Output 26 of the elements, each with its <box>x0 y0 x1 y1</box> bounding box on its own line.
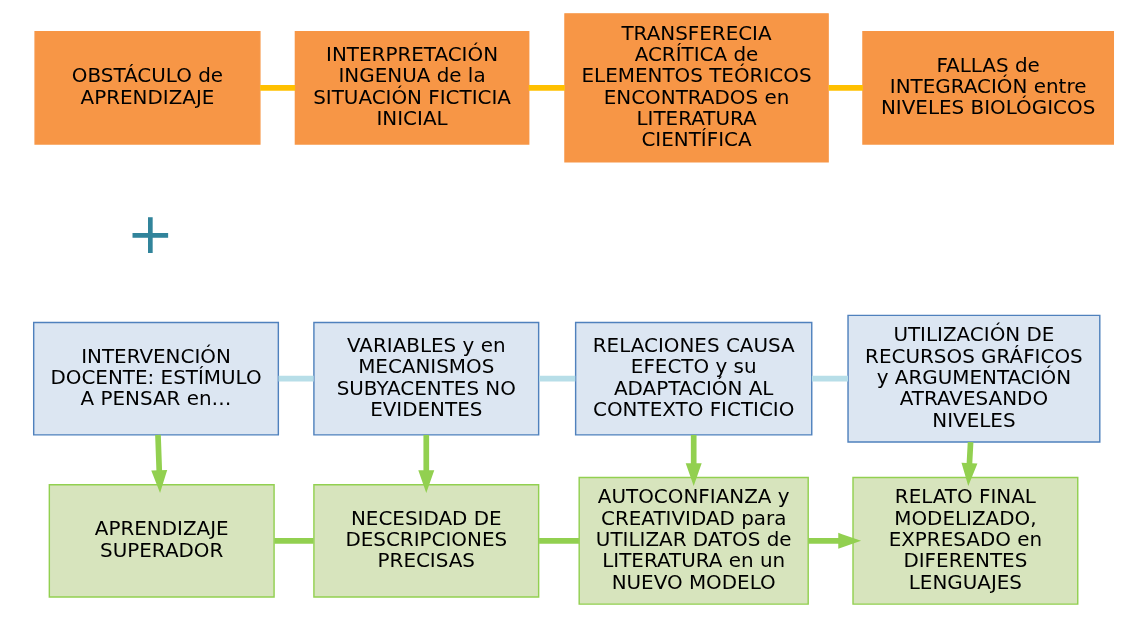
node-box: INTERVENCIÓN DOCENTE: ESTÍMULO A PENSAR en… <box>33 321 280 436</box>
node-box: NECESIDAD DE DESCRIPCIONES PRECISAS <box>313 483 540 598</box>
node-box: RELATO FINAL MODELIZADO, EXPRESADO en DIFERENTES LENGUAJES <box>852 476 1079 605</box>
node-box: VARIABLES y en MECANISMOS SUBYACENTES NO EVIDENTES <box>313 321 540 436</box>
node-box: FALLAS de INTEGRACIÓN entre NIVELES BIOLÓGICOS <box>862 30 1114 145</box>
node-box: UTILIZACIÓN DE RECURSOS GRÁFICOS y ARGUMENTACIÓN ATRAVESANDO NIVELES <box>847 314 1101 443</box>
connector <box>260 84 296 91</box>
node-box: INTERPRETACIÓN INGENUA de la SITUACIÓN FICTICIA INICIAL <box>294 30 530 145</box>
connector <box>274 538 314 544</box>
node-box: AUTOCONFIANZA y CREATIVIDAD para UTILIZAR DATOS de LITERATURA en un NUEVO MODELO <box>578 476 809 605</box>
arrow <box>151 434 168 494</box>
connector <box>811 375 848 382</box>
connector <box>539 538 579 544</box>
arrow <box>961 442 978 486</box>
label: + <box>126 199 175 266</box>
node-box: APRENDIZAJE SUPERADOR <box>48 483 275 598</box>
connector <box>278 375 314 382</box>
arrow <box>685 434 702 486</box>
arrow <box>808 532 862 549</box>
arrow <box>418 434 435 494</box>
node-box: TRANSFERECIA ACRÍTICA de ELEMENTOS TEÓRICOS ENCONTRADOS en LITERATURA CIENTÍFICA <box>564 13 829 163</box>
node-box: RELACIONES CAUSA EFECTO y su ADAPTACIÓN AL CONTEXTO FICTICIO <box>574 321 813 436</box>
node-box: OBSTÁCULO de APRENDIZAJE <box>34 30 261 145</box>
connector <box>528 84 565 91</box>
connector <box>539 375 576 382</box>
connector <box>828 84 863 91</box>
